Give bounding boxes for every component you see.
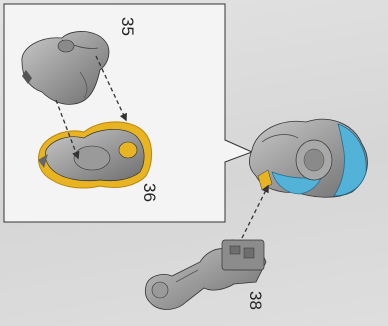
step-label-35: 35 [119,17,136,36]
step-label-36: 36 [141,183,158,202]
shoulder-assembly [249,119,367,197]
step-label-38: 38 [247,291,264,310]
dashed-arrow-icon [242,186,268,238]
callout-box [4,4,252,222]
